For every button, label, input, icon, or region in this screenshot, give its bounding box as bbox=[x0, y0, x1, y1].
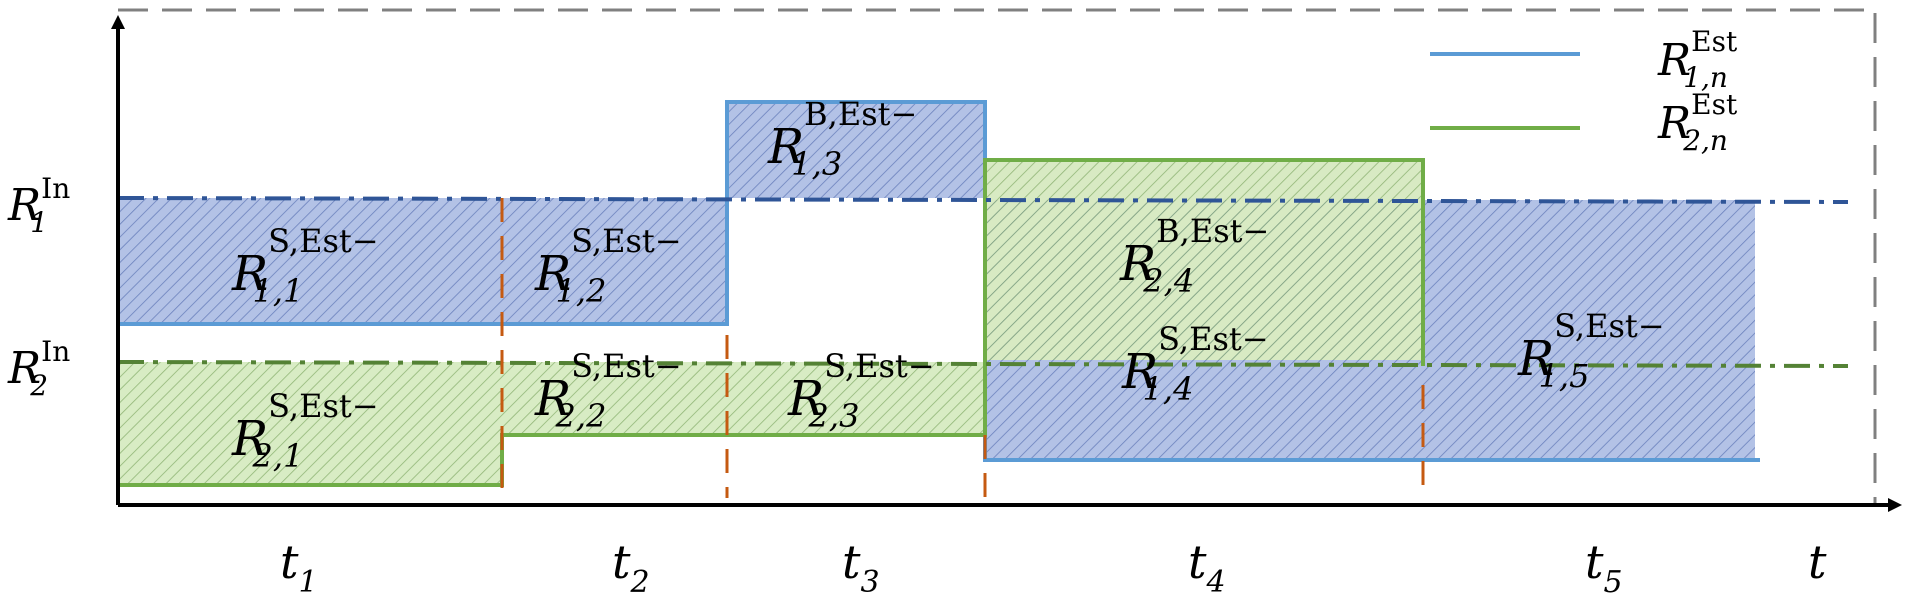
r1-input-rate-line bbox=[117, 196, 1849, 204]
user2-regions bbox=[118, 160, 1423, 485]
label-r11: RS,Est−1,1 bbox=[231, 222, 379, 310]
label-r15: RS,Est−1,5 bbox=[1517, 307, 1665, 395]
region-r13-hatch bbox=[727, 102, 985, 198]
label-r14: RS,Est−1,4 bbox=[1121, 320, 1269, 408]
label-r23: RS,Est−2,3 bbox=[787, 347, 935, 435]
x-axis-label: t bbox=[1808, 535, 1827, 589]
dashed-frame bbox=[118, 8, 1877, 505]
region-r15-hatch bbox=[1423, 200, 1755, 460]
label-r12: RS,Est−1,2 bbox=[534, 222, 682, 310]
time-label-t2: t2 bbox=[612, 535, 650, 600]
user1-estimate-line bbox=[118, 100, 1760, 462]
region-labels: RS,Est−1,1 RS,Est−1,2 RB,Est−1,3 RB,Est−… bbox=[231, 95, 1665, 475]
label-r13: RB,Est−1,3 bbox=[767, 95, 917, 183]
region-r14-hatch bbox=[985, 360, 1423, 460]
region-r24-crosshatch bbox=[985, 200, 1423, 360]
label-r21: RS,Est−2,1 bbox=[231, 387, 379, 475]
label-r22: RS,Est−2,2 bbox=[534, 347, 682, 435]
time-label-t4: t4 bbox=[1188, 535, 1226, 600]
region-r22-hatch bbox=[502, 362, 985, 435]
time-label-t5: t5 bbox=[1585, 535, 1623, 600]
time-label-t3: t3 bbox=[842, 535, 880, 600]
region-r11-hatch bbox=[118, 198, 728, 324]
time-label-t1: t1 bbox=[280, 535, 318, 600]
r2-input-rate-line bbox=[117, 360, 1849, 368]
label-r24: RB,Est−2,4 bbox=[1119, 212, 1269, 300]
region-r21-hatch bbox=[118, 362, 502, 485]
time-labels: t1 t2 t3 t4 t5 t bbox=[280, 535, 1827, 600]
period-boundaries bbox=[500, 198, 1425, 505]
user1-regions bbox=[118, 102, 1755, 460]
